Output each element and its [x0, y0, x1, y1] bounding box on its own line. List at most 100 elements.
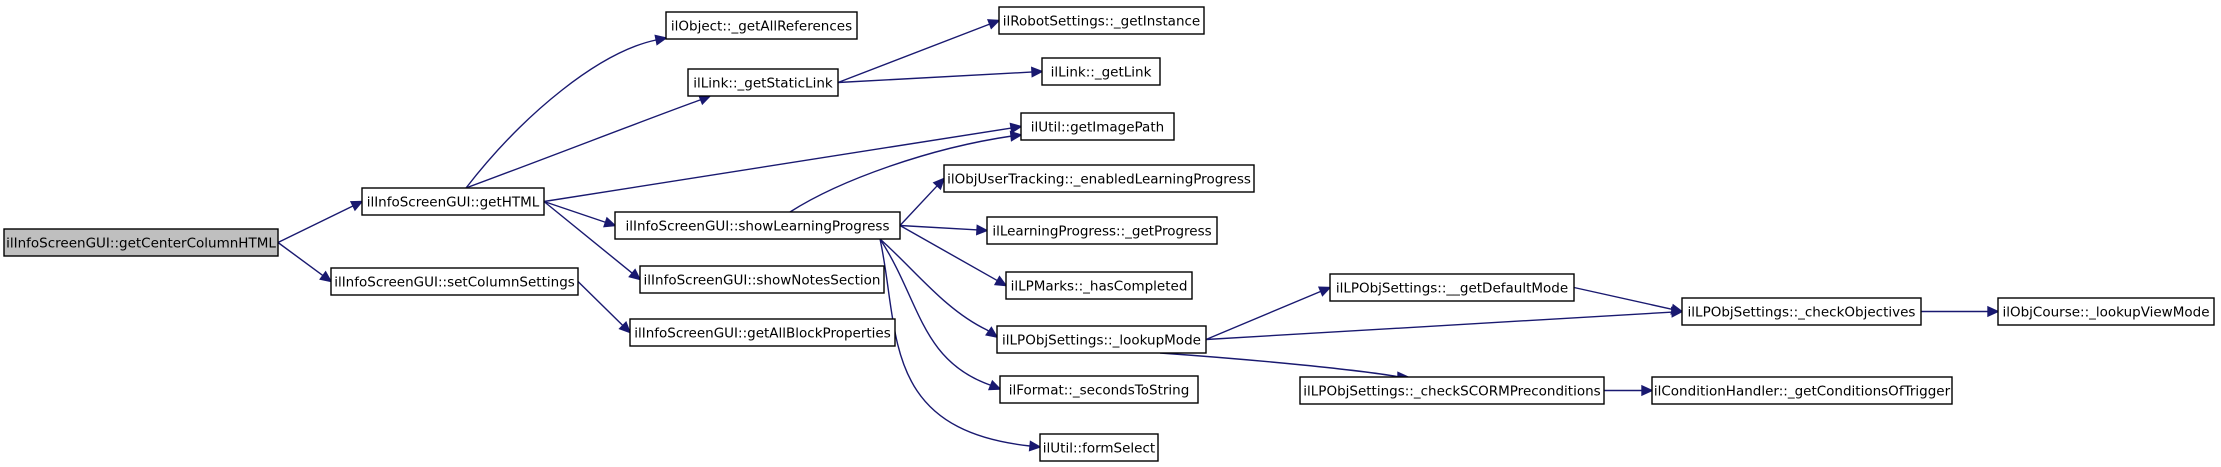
edge-line [543, 200, 607, 224]
arrowhead-icon [628, 268, 642, 281]
edge-n5-n12 [899, 224, 989, 236]
edge-n2-n7 [577, 281, 632, 334]
arrowhead-icon [985, 326, 999, 338]
node-n21[interactable]: ilObjCourse::_lookupViewMode [1997, 297, 2215, 326]
node-n3[interactable]: ilObject::_getAllReferences [665, 11, 858, 40]
node-n16[interactable]: ilUtil::formSelect [1039, 433, 1159, 462]
arrowhead-icon [603, 216, 617, 228]
edge-n19-n21 [1921, 305, 2000, 318]
arrowhead-icon [697, 94, 712, 106]
node-n0[interactable]: ilInfoScreenGUI::getCenterColumnHTML [3, 228, 279, 257]
edge-line [879, 238, 992, 387]
arrowhead-icon [1031, 66, 1044, 78]
node-n15[interactable]: ilFormat::_secondsToString [999, 375, 1199, 404]
node-label: ilInfoScreenGUI::getHTML [367, 195, 540, 211]
node-label: ilInfoScreenGUI::getCenterColumnHTML [6, 236, 276, 252]
arrowhead-icon [993, 275, 1008, 287]
edge-line [1205, 290, 1322, 341]
node-label: ilInfoScreenGUI::showLearningProgress [626, 219, 890, 235]
edge-n5-n16 [879, 238, 1042, 452]
node-label: ilLPObjSettings::__getDefaultMode [1336, 281, 1568, 297]
node-n20[interactable]: ilConditionHandler::_getConditionsOfTrig… [1651, 376, 1953, 405]
nodes-layer: ilInfoScreenGUI::getCenterColumnHTMLilIn… [3, 6, 2215, 462]
node-n4[interactable]: ilLink::_getStaticLink [687, 68, 839, 97]
edge-line [577, 281, 625, 327]
node-label: ilConditionHandler::_getConditionsOfTrig… [1654, 384, 1951, 400]
node-n10[interactable]: ilUtil::getImagePath [1020, 112, 1175, 141]
node-label: ilLink::_getLink [1051, 65, 1152, 81]
node-label: ilObjCourse::_lookupViewMode [2002, 305, 2209, 321]
node-n5[interactable]: ilInfoScreenGUI::showLearningProgress [614, 211, 901, 240]
node-n9[interactable]: ilLink::_getLink [1041, 57, 1161, 86]
arrowhead-icon [654, 34, 668, 46]
edge-line [837, 71, 1034, 84]
node-box [665, 11, 858, 40]
node-box [639, 265, 885, 294]
node-n19[interactable]: ilLPObjSettings::_checkObjectives [1681, 297, 1922, 326]
edge-line [465, 39, 658, 189]
node-box [361, 187, 545, 216]
node-label: ilObjUserTracking::_enabledLearningProgr… [947, 172, 1251, 188]
arrowhead-icon [975, 224, 989, 236]
edge-n4-n9 [837, 66, 1044, 84]
node-box [687, 68, 839, 97]
edge-n1-n5 [543, 200, 617, 228]
node-box [1329, 273, 1575, 302]
node-n7[interactable]: ilInfoScreenGUI::getAllBlockProperties [629, 318, 896, 347]
node-n1[interactable]: ilInfoScreenGUI::getHTML [361, 187, 545, 216]
node-label: ilLearningProgress::_getProgress [992, 224, 1211, 240]
node-n13[interactable]: ilLPMarks::_hasCompleted [1005, 271, 1193, 300]
edge-line [837, 23, 991, 84]
arrowhead-icon [1317, 286, 1332, 297]
arrowhead-icon [987, 19, 1001, 30]
edge-n5-n13 [899, 224, 1008, 287]
edge-n5-n15 [879, 238, 1002, 391]
arrowhead-icon [1009, 122, 1023, 134]
node-box [1041, 57, 1161, 86]
node-box [1005, 271, 1193, 300]
edge-n0-n1 [277, 200, 364, 244]
edge-n1-n3 [465, 34, 668, 189]
node-box [996, 325, 1207, 354]
arrowhead-icon [987, 379, 1002, 391]
node-n14[interactable]: ilLPObjSettings::_lookupMode [996, 325, 1207, 354]
node-n18[interactable]: ilLPObjSettings::_checkSCORMPrecondition… [1299, 376, 1605, 405]
node-label: ilRobotSettings::_getInstance [1003, 14, 1200, 30]
node-box [1299, 376, 1605, 405]
arrowhead-icon [1641, 384, 1654, 397]
node-label: ilInfoScreenGUI::showNotesSection [644, 273, 881, 289]
node-label: ilLink::_getStaticLink [693, 76, 833, 92]
edge-n1-n10 [543, 122, 1023, 203]
node-box [943, 164, 1255, 193]
node-n12[interactable]: ilLearningProgress::_getProgress [986, 216, 1218, 245]
node-label: ilLPObjSettings::_checkSCORMPrecondition… [1303, 384, 1600, 400]
node-n17[interactable]: ilLPObjSettings::__getDefaultMode [1329, 273, 1575, 302]
node-n6[interactable]: ilInfoScreenGUI::showNotesSection [639, 265, 885, 294]
edge-line [465, 98, 702, 189]
arrowhead-icon [1670, 303, 1684, 315]
node-label: ilLPObjSettings::_lookupMode [1002, 333, 1201, 349]
node-n8[interactable]: ilRobotSettings::_getInstance [998, 6, 1205, 35]
node-box [3, 228, 279, 257]
arrowhead-icon [932, 177, 946, 191]
node-box [1681, 297, 1922, 326]
node-label: ilLPObjSettings::_checkObjectives [1688, 305, 1916, 321]
node-box [330, 267, 579, 296]
node-box [998, 6, 1205, 35]
edge-n18-n20 [1604, 384, 1654, 397]
edge-n14-n19 [1205, 306, 1684, 341]
node-label: ilInfoScreenGUI::getAllBlockProperties [634, 326, 891, 342]
edge-n1-n4 [465, 94, 712, 189]
edge-line [277, 241, 325, 277]
node-n2[interactable]: ilInfoScreenGUI::setColumnSettings [330, 267, 579, 296]
arrowhead-icon [1987, 305, 2000, 318]
arrowhead-icon [1028, 440, 1042, 452]
edge-n5-n11 [899, 177, 946, 226]
node-n11[interactable]: ilObjUserTracking::_enabledLearningProgr… [943, 164, 1255, 193]
node-box [629, 318, 896, 347]
arrowhead-icon [1009, 130, 1023, 142]
node-box [999, 375, 1199, 404]
edge-line [1573, 286, 1674, 311]
node-label: ilUtil::getImagePath [1031, 120, 1164, 136]
